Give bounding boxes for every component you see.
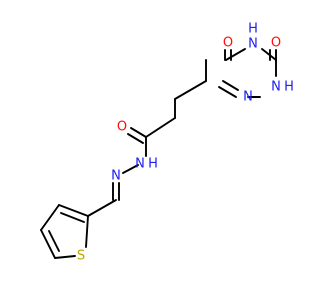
bond-carbonyl-o-double <box>127 133 144 144</box>
bond-th-s-c2 <box>85 215 89 248</box>
bond-ch2-carbonyl <box>145 117 176 138</box>
molecule-structure: O O H N N H N O N N H S <box>40 22 294 264</box>
atom-s-thiophene: S <box>77 249 85 264</box>
bond-th-c2-c3 <box>58 204 89 217</box>
atom-o-amide: O <box>117 120 127 135</box>
atom-h-n2: H <box>284 80 294 95</box>
atom-o-top-right: O <box>271 36 281 51</box>
bond-th-c4-c5-double <box>48 230 60 252</box>
atom-h-n4: H <box>248 22 258 37</box>
bond-n4-c3 <box>261 48 277 61</box>
thiophene-ring-bonds <box>40 204 89 259</box>
bond-c5-n4 <box>225 48 246 61</box>
bond-n1-c6 <box>222 80 239 91</box>
bond-th-c3-c4 <box>40 204 60 231</box>
bond-ch-thiophene <box>87 199 117 217</box>
triazine-ring-bonds <box>205 48 277 98</box>
ring-carbonyl-bonds <box>224 49 277 61</box>
bond-carbonyl-o <box>130 127 147 138</box>
atom-n2: N <box>271 80 281 95</box>
atom-labels: O O H N N H N O N N H S <box>77 22 294 264</box>
atom-n-hydrazide: N <box>135 157 145 172</box>
atom-o-top: O <box>223 36 233 51</box>
bond-th-c5-s <box>54 255 76 259</box>
bond-c6-ch2 <box>174 80 207 100</box>
side-chain-bonds <box>87 80 207 217</box>
atom-n-hydrazone: N <box>111 169 121 184</box>
bond-nh-n <box>122 164 139 174</box>
atom-n4: N <box>248 37 258 52</box>
atom-h-hydrazide: H <box>148 157 158 172</box>
bond-n1-c6-double <box>218 86 237 98</box>
bond-th-c2-c3-double <box>60 212 85 223</box>
bond-th-c4-c5 <box>40 229 56 259</box>
atom-n1: N <box>243 90 253 105</box>
